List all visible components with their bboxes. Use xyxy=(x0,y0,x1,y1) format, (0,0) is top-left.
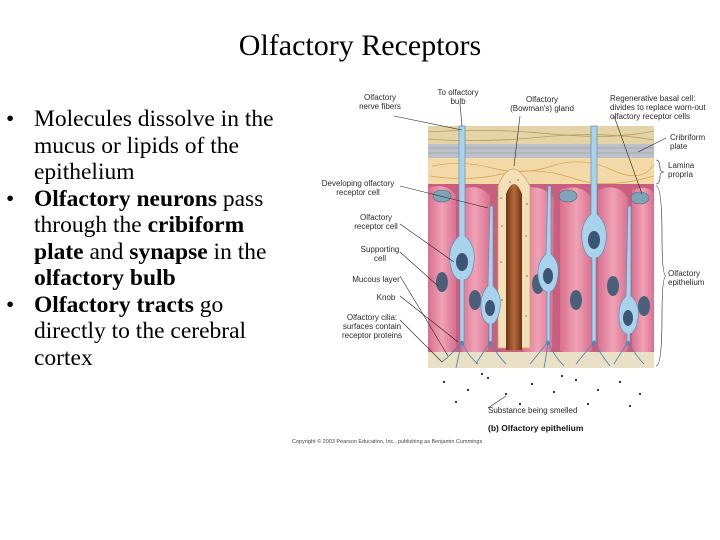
bullet-item: • Olfactory tracts go directly to the cer… xyxy=(6,292,296,372)
leader-lines xyxy=(393,103,667,409)
supporting-cell xyxy=(560,187,592,356)
bullet-marker: • xyxy=(6,291,15,318)
bullet-item: • Olfactory neurons pass through the crib… xyxy=(6,186,296,292)
epithelium-bracket xyxy=(655,185,667,367)
bullet-text: and xyxy=(83,238,130,265)
receptor-cell xyxy=(618,205,639,343)
label-mucous-layer: Mucous layer xyxy=(352,275,400,284)
plate-texture xyxy=(428,147,654,154)
supporting-cell xyxy=(632,187,654,355)
cribriform-plate xyxy=(428,144,654,158)
label-knob: Knob xyxy=(377,293,396,302)
label-regenerative-basal-cell: Regenerative basal cell:divides to repla… xyxy=(610,94,706,121)
bullet-bold-text: synapse xyxy=(129,238,208,265)
bullet-marker: • xyxy=(6,185,15,212)
receptor-nuclei xyxy=(456,231,633,326)
label-olfactory-gland: Olfactory(Bowman's) gland xyxy=(510,95,574,113)
bullet-bold-text: Olfactory neurons xyxy=(34,185,217,212)
bullet-text: go directly to the cerebral cortex xyxy=(34,291,247,371)
bullet-marker: • xyxy=(6,106,15,132)
bullet-item: • Molecules dissolve in the mucus or lipi… xyxy=(6,106,296,186)
lamina-fibers xyxy=(429,161,655,184)
copyright-notice: Copyright © 2003 Pearson Education, Inc.… xyxy=(292,438,482,445)
bullet-text: Molecules dissolve in the mucus or lipid… xyxy=(34,106,274,185)
bullet-bold-text: cribiform plate xyxy=(34,212,245,265)
gland-duct xyxy=(506,184,522,350)
receptor-cell xyxy=(537,185,559,343)
supporting-cell-nuclei xyxy=(436,272,650,316)
slide-title: Olfactory Receptors xyxy=(238,29,482,62)
gland-dots xyxy=(500,179,528,317)
bullet-bold-text: olfactory bulb xyxy=(34,265,176,291)
figure-caption: (b) Olfactory epithelium xyxy=(488,423,584,433)
bullet-list: • Molecules dissolve in the mucus or lipi… xyxy=(6,106,296,371)
mucous-layer xyxy=(428,352,654,368)
label-substance-being-smelled: Substance being smelled xyxy=(488,406,577,415)
supporting-cell xyxy=(428,186,456,355)
lamina-propria-bracket xyxy=(655,159,665,185)
bullet-bold-text: Olfactory tracts xyxy=(34,291,194,318)
cilia-knobs xyxy=(459,340,630,346)
olfactory-gland xyxy=(497,168,531,350)
bullet-text: pass through the xyxy=(34,185,264,239)
odorant-molecules xyxy=(442,372,642,408)
bullet-text: in the xyxy=(207,238,267,265)
